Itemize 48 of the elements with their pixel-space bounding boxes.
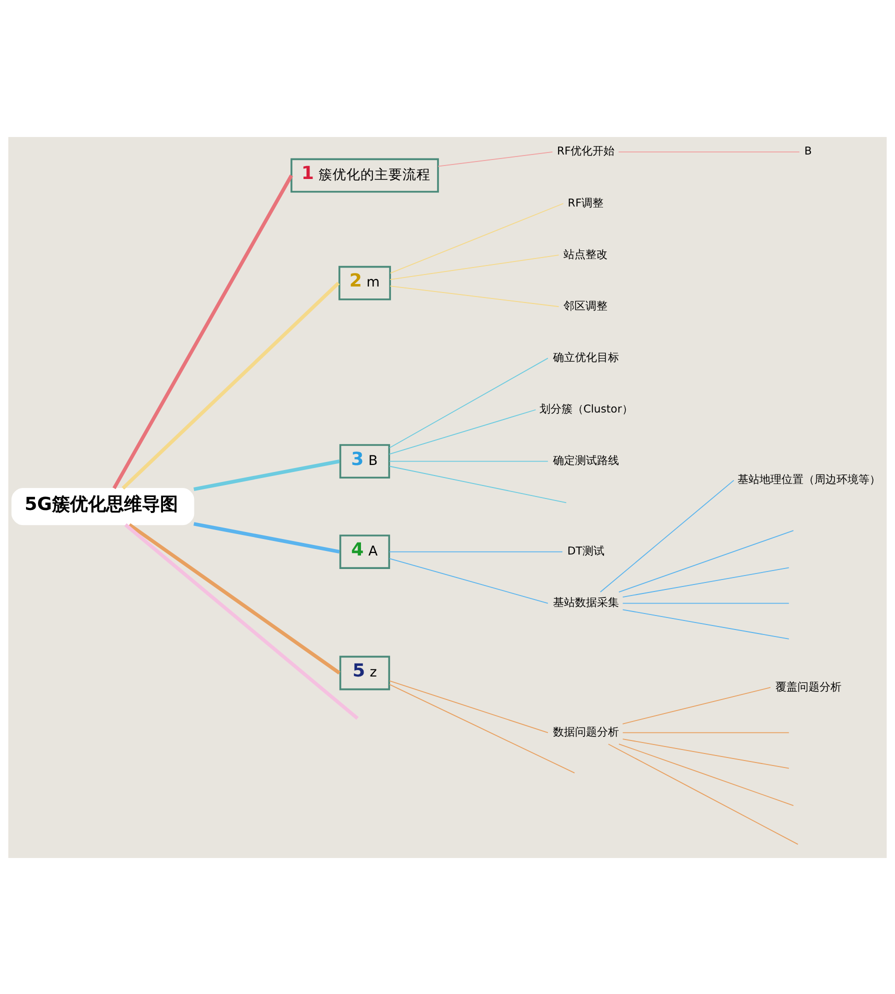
connector	[128, 522, 340, 674]
node-box: 5 z	[339, 655, 390, 690]
node-text: 数据问题分析	[552, 725, 619, 738]
connector	[389, 683, 575, 773]
node-text: RF优化开始	[556, 144, 615, 158]
connector	[390, 202, 564, 274]
connector	[618, 150, 800, 152]
node-text: 基站地理位置（周边环境等）	[737, 472, 880, 486]
connector	[600, 479, 734, 592]
connector	[112, 174, 294, 489]
node-box: 5G簇优化思维导图	[11, 488, 194, 525]
connector	[389, 460, 548, 462]
connector	[122, 281, 340, 490]
connector	[438, 150, 553, 166]
connector	[622, 608, 790, 639]
connector	[388, 408, 536, 454]
connector	[608, 743, 798, 844]
connector	[618, 530, 794, 592]
connector	[622, 738, 790, 768]
node-box: 3 B	[339, 444, 390, 478]
connector	[194, 459, 340, 491]
node-box: 1 簇优化的主要流程	[290, 158, 439, 192]
node-text: RF调整	[568, 196, 604, 209]
connector	[124, 522, 359, 720]
connector	[389, 357, 548, 448]
node-text: 基站数据采集	[552, 596, 619, 609]
connector	[618, 743, 794, 806]
connector	[389, 558, 548, 604]
connector	[622, 686, 771, 724]
node-text: 确立优化目标	[552, 350, 619, 364]
node-text: B	[804, 144, 812, 158]
connector	[389, 465, 567, 503]
node-text: 站点整改	[564, 247, 608, 260]
node-text: DT测试	[567, 544, 604, 558]
connector	[622, 566, 790, 597]
connector	[194, 522, 340, 554]
node-text: 覆盖问题分析	[775, 680, 842, 693]
connector	[388, 550, 563, 552]
connector	[389, 680, 548, 733]
connector	[390, 285, 560, 307]
node-text: 确定测试路线	[552, 454, 619, 467]
connector	[390, 254, 560, 280]
node-text: 邻区调整	[564, 298, 608, 312]
node-box: 2 m	[338, 265, 391, 300]
node-text: 划分簇（Clustor）	[539, 402, 633, 416]
connector	[622, 602, 790, 604]
node-box: 4 A	[339, 534, 390, 568]
connector	[622, 732, 790, 733]
